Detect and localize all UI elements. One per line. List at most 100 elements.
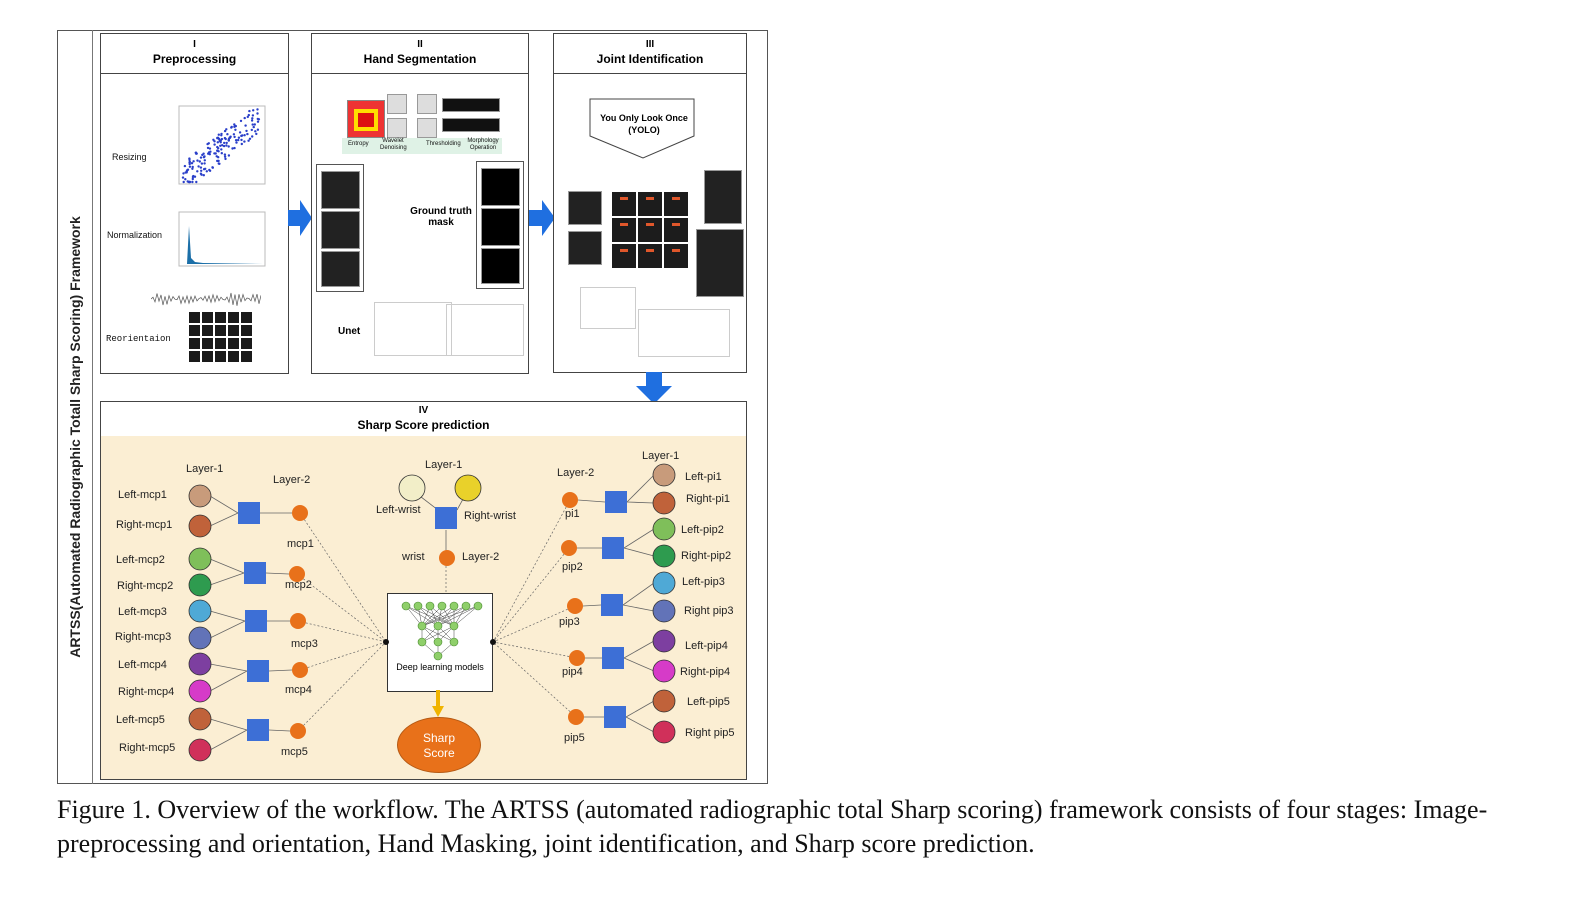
joint-label-right-mcp5: Right-mcp5 bbox=[119, 742, 176, 754]
score-network-graph bbox=[188, 463, 676, 762]
joint-label-left-pip4: Left-pip4 bbox=[685, 640, 728, 652]
node-label-pip4: pip4 bbox=[562, 666, 583, 678]
xray-thumb bbox=[417, 94, 437, 114]
node-label-pi1: pi1 bbox=[565, 508, 580, 520]
joint-label-right-mcp4: Right-mcp4 bbox=[118, 686, 175, 698]
joint-xray-icon bbox=[652, 517, 676, 541]
joint-label-right-mcp1: Right-mcp1 bbox=[116, 519, 173, 531]
layer1-combiner-node bbox=[238, 502, 260, 524]
sharp-score-output: Sharp Score bbox=[397, 717, 481, 773]
joint-label-left-mcp5: Left-mcp5 bbox=[116, 714, 165, 726]
framework-sidebar: ARTSS(Automated Radiographic Totall Shar… bbox=[57, 30, 93, 784]
joint-label-right-pi1: Right-pi1 bbox=[686, 493, 731, 505]
node-label-mcp5: mcp5 bbox=[281, 746, 308, 758]
score-label-line2: Score bbox=[423, 746, 455, 760]
joint-label-left-pip3: Left-pip3 bbox=[682, 576, 725, 588]
mask-image bbox=[481, 168, 520, 206]
layer2-joint-node bbox=[289, 566, 305, 582]
node-label-mcp3: mcp3 bbox=[291, 638, 318, 650]
model-label: Deep learning models bbox=[396, 662, 484, 672]
layer2-joint-node bbox=[292, 662, 308, 678]
xray-thumb bbox=[387, 94, 407, 114]
joint-label-left-pip2: Left-pip2 bbox=[681, 524, 724, 536]
xray-image bbox=[568, 231, 602, 265]
layer1-combiner-node bbox=[605, 491, 627, 513]
joint-label-right-wrist: Right-wrist bbox=[464, 510, 516, 522]
deep-learning-model-box: Deep learning models bbox=[387, 593, 493, 692]
layer2-joint-node bbox=[562, 492, 578, 508]
joint-label-right-pip3: Right pip3 bbox=[684, 605, 734, 617]
stage-sharp-score-prediction: IV Sharp Score prediction Layer-1 Layer-… bbox=[100, 401, 747, 780]
joint-xray-icon bbox=[188, 514, 212, 538]
xray-image bbox=[321, 211, 360, 249]
threshold-thumbs bbox=[442, 98, 500, 112]
joint-xray-icon bbox=[188, 679, 212, 703]
joint-label-left-wrist: Left-wrist bbox=[376, 504, 421, 516]
unet-diagram-thumb bbox=[374, 302, 452, 356]
yolo-arch-thumb bbox=[580, 287, 636, 329]
step-resizing: Resizing bbox=[112, 152, 147, 162]
layer1-label-left: Layer-1 bbox=[186, 463, 224, 475]
joint-xray-icon bbox=[652, 599, 676, 623]
detected-joints-image bbox=[696, 229, 744, 297]
stage-title: Hand Segmentation bbox=[363, 52, 477, 66]
stage-preprocessing: I Preprocessing Resizing Normalization R… bbox=[100, 33, 289, 374]
unet-chart-thumb bbox=[446, 304, 524, 356]
segmentation-steps-bar: Entropy Wavelet Denoising Thresholding M… bbox=[342, 138, 502, 154]
node-label-wrist: wrist bbox=[402, 551, 425, 563]
input-port bbox=[490, 639, 496, 645]
layer2-joint-node bbox=[568, 709, 584, 725]
entropy-heatmap bbox=[347, 100, 385, 138]
xray-thumb bbox=[387, 118, 407, 138]
arrow-right-icon bbox=[288, 200, 312, 236]
stage-title: Sharp Score prediction bbox=[357, 418, 490, 432]
joint-label-left-mcp4: Left-mcp4 bbox=[118, 659, 167, 671]
arrow-right-icon bbox=[529, 200, 555, 236]
input-port bbox=[383, 639, 389, 645]
arrow-down-icon bbox=[636, 372, 672, 404]
layer1-label-wrist: Layer-1 bbox=[425, 459, 463, 471]
detected-joints-image bbox=[704, 170, 742, 224]
joint-label-right-pip4: Right-pip4 bbox=[680, 666, 731, 678]
mask-stack bbox=[476, 161, 524, 289]
layer1-combiner-node bbox=[602, 647, 624, 669]
reorientation-grid bbox=[189, 312, 253, 364]
joint-xray-icon bbox=[188, 738, 212, 762]
signal-thumbnail bbox=[151, 292, 261, 306]
stage-numeral: IV bbox=[418, 405, 429, 416]
layer2-label-left: Layer-2 bbox=[273, 474, 311, 486]
layer1-combiner-node bbox=[602, 537, 624, 559]
stage-header: II Hand Segmentation bbox=[312, 34, 528, 74]
node-label-mcp4: mcp4 bbox=[285, 684, 312, 696]
joint-label-right-pip5: Right pip5 bbox=[685, 727, 735, 739]
joint-xray-icon bbox=[188, 652, 212, 676]
layer2-joint-node bbox=[290, 723, 306, 739]
wrist-xray-icon bbox=[398, 474, 426, 502]
joint-xray-icon bbox=[188, 707, 212, 731]
joint-label-left-pi1: Left-pi1 bbox=[685, 471, 722, 483]
layer2-joint-node bbox=[567, 598, 583, 614]
layer2-label-wrist: Layer-2 bbox=[462, 551, 500, 563]
stage-numeral: III bbox=[645, 39, 655, 50]
step-reorientation: Reorientaion bbox=[106, 334, 171, 344]
node-label-pip2: pip2 bbox=[562, 561, 583, 573]
step-thresholding: Thresholding bbox=[426, 141, 461, 147]
node-label-pip5: pip5 bbox=[564, 732, 585, 744]
joint-xray-icon bbox=[652, 629, 676, 653]
stage-header: III Joint Identification bbox=[554, 34, 746, 74]
figure-frame bbox=[57, 30, 768, 784]
joint-xray-icon bbox=[188, 484, 212, 508]
joint-label-left-mcp2: Left-mcp2 bbox=[116, 554, 165, 566]
layer2-joint-node bbox=[292, 505, 308, 521]
histogram-thumbnail bbox=[178, 211, 266, 267]
ground-truth-label: Ground truth mask bbox=[410, 206, 472, 228]
input-xray-stack bbox=[316, 164, 364, 292]
node-label-mcp2: mcp2 bbox=[285, 579, 312, 591]
joint-xray-icon bbox=[188, 547, 212, 571]
arrow-down-icon bbox=[432, 690, 444, 717]
layer2-joint-node bbox=[561, 540, 577, 556]
stage-numeral: I bbox=[193, 39, 196, 50]
layer2-label-right: Layer-2 bbox=[557, 467, 595, 479]
yolo-callout bbox=[589, 98, 695, 159]
yolo-label: You Only Look Once (YOLO) bbox=[600, 113, 688, 135]
